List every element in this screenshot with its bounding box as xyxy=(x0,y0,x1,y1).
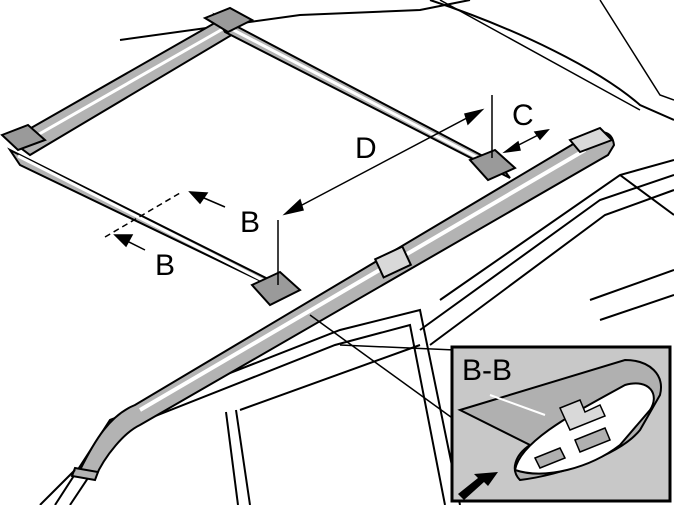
label-section-top: B xyxy=(240,206,260,239)
side-rail xyxy=(39,126,616,505)
rack-foot-front-left xyxy=(202,6,255,34)
rack-foot-left xyxy=(0,123,47,152)
label-dimension-c: C xyxy=(512,99,534,132)
dimension-lines xyxy=(104,95,550,421)
detail-title: B-B xyxy=(462,354,512,387)
rack-foot-rear xyxy=(250,270,302,307)
rack-foot-right xyxy=(468,148,517,182)
detail-inset: B-B xyxy=(450,345,672,503)
label-dimension-d: D xyxy=(355,132,377,165)
label-section-bottom: B xyxy=(155,249,175,282)
direction-arrow-icon xyxy=(458,472,498,500)
